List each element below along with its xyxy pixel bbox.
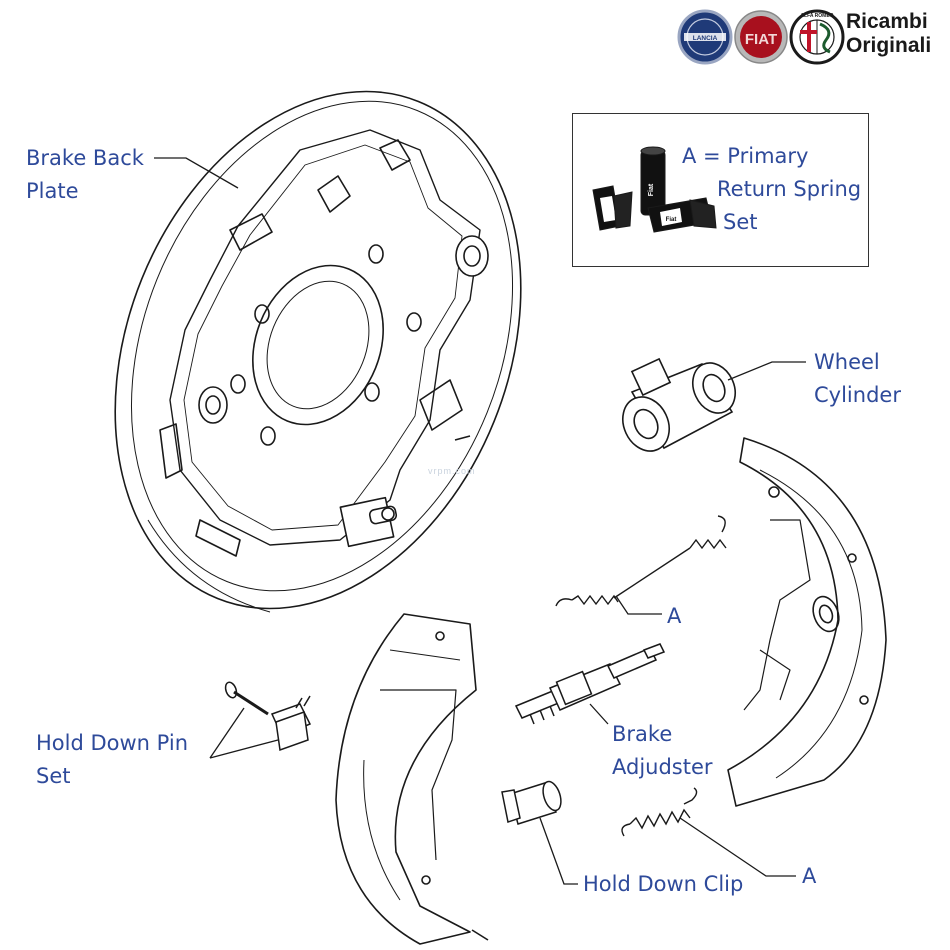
label-hold-down-pin-line2: Set bbox=[36, 764, 71, 788]
brand-title-line1: Ricambi bbox=[846, 10, 928, 33]
alfa-romeo-logo-lettering: ALFA ROMEO bbox=[800, 13, 833, 19]
label-brake-back-plate-line2: Plate bbox=[26, 179, 79, 203]
leader-hold-down-pin-b bbox=[209, 739, 279, 759]
brand-title-line2: Originali bbox=[846, 34, 932, 57]
spring-set-product-icon: Fiat Fiat bbox=[592, 146, 717, 233]
brand-title: Ricambi Originali bbox=[846, 10, 931, 58]
inset-label-line3: Set bbox=[723, 210, 758, 234]
brand-logos: LANCIA FIAT ALFA ROMEO bbox=[677, 9, 845, 65]
label-brake-adjuster-line1: Brake bbox=[612, 722, 673, 746]
fiat-logo-lettering: FIAT bbox=[745, 31, 777, 48]
label-hold-down-clip: Hold Down Clip bbox=[583, 872, 744, 896]
leader-lower-spring bbox=[679, 817, 796, 877]
leader-wheel-cylinder bbox=[727, 361, 806, 381]
inset-label-line1: A = Primary bbox=[682, 144, 809, 168]
wheel-cylinder-drawing bbox=[622, 357, 736, 452]
brake-back-plate-drawing bbox=[114, 90, 522, 613]
brake-adjuster-drawing bbox=[514, 643, 666, 725]
lower-return-spring-drawing bbox=[621, 787, 698, 837]
spring-set-inset bbox=[572, 113, 869, 267]
label-hold-down-pin-line1: Hold Down Pin bbox=[36, 731, 189, 755]
leader-brake-adjuster bbox=[589, 703, 609, 725]
upper-return-spring-drawing bbox=[555, 515, 727, 607]
leader-upper-spring bbox=[615, 595, 662, 615]
svg-text:Fiat: Fiat bbox=[648, 183, 655, 196]
svg-text:Fiat: Fiat bbox=[666, 217, 677, 223]
hold-down-clip-drawing bbox=[501, 780, 562, 825]
label-wheel-cylinder-line2: Cylinder bbox=[814, 383, 901, 407]
leader-hold-down-pin-a bbox=[209, 707, 245, 759]
label-brake-adjuster-line2: Adjudster bbox=[612, 755, 713, 779]
left-brake-shoe-drawing bbox=[335, 613, 489, 945]
label-spring-lower: A bbox=[802, 864, 817, 888]
lancia-logo: LANCIA bbox=[677, 9, 733, 65]
label-brake-back-plate-line1: Brake Back bbox=[26, 146, 144, 170]
leader-brake-back-plate bbox=[154, 157, 239, 189]
fiat-logo: FIAT bbox=[734, 10, 788, 64]
label-wheel-cylinder-line1: Wheel bbox=[814, 350, 880, 374]
right-brake-shoe-drawing bbox=[727, 437, 887, 807]
leader-hold-down-clip bbox=[539, 817, 578, 885]
leader-lines bbox=[154, 157, 806, 885]
alfa-romeo-logo: ALFA ROMEO bbox=[789, 9, 845, 65]
label-spring-upper: A bbox=[667, 604, 682, 628]
hold-down-pin-set-drawing bbox=[224, 681, 312, 752]
inset-label-line2: Return Spring bbox=[717, 177, 862, 201]
lancia-logo-lettering: LANCIA bbox=[693, 35, 718, 42]
watermark: vrpm.com bbox=[428, 466, 476, 476]
